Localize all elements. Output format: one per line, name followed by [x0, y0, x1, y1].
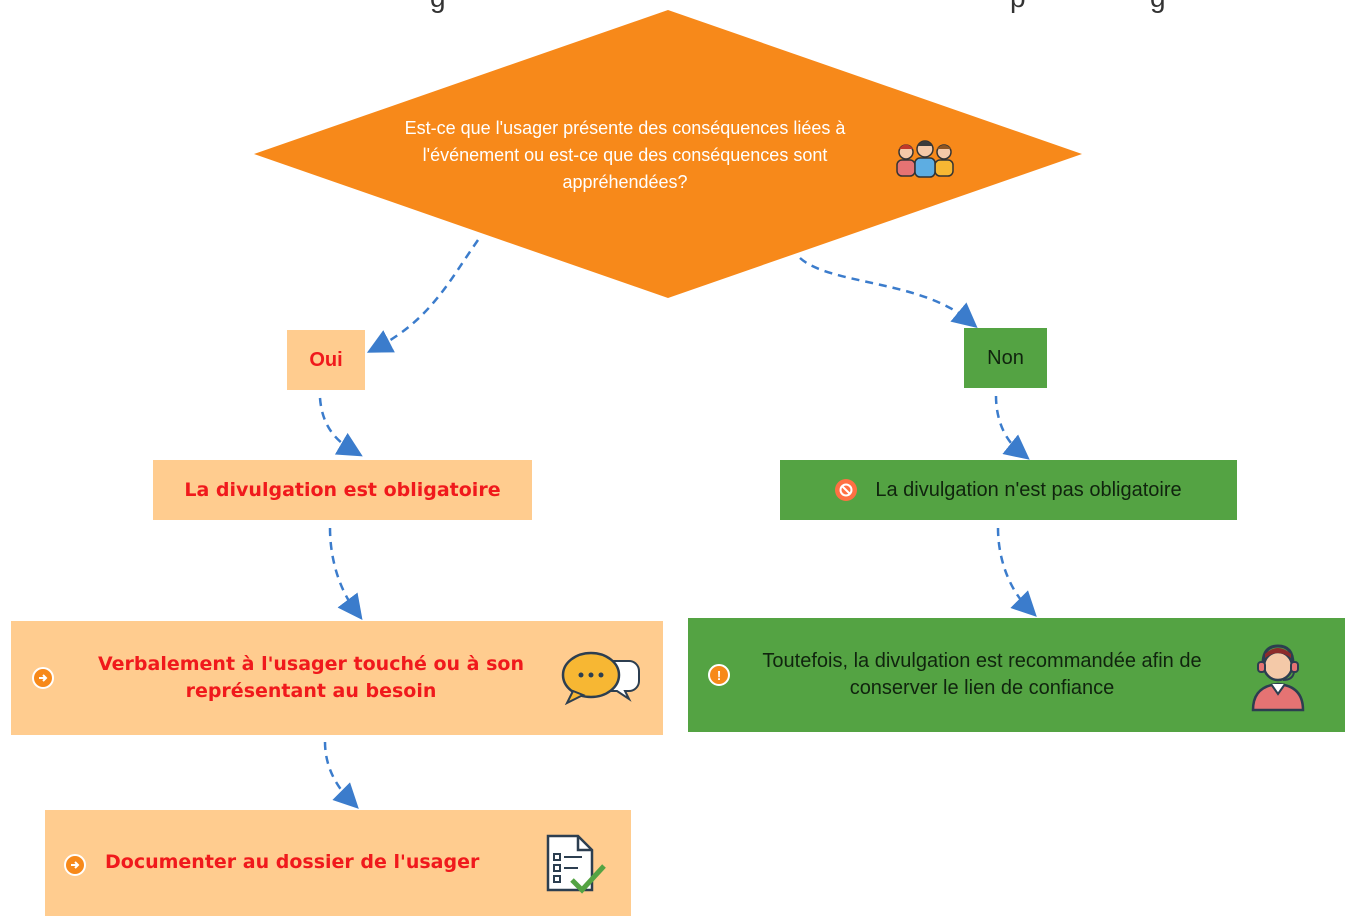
arrow-non-to-result	[994, 395, 1030, 460]
arrow-to-non	[799, 257, 978, 328]
no-result-box: La divulgation n'est pas obligatoire	[780, 460, 1237, 520]
arrow-verbal-to-document	[323, 741, 359, 809]
yes-branch-label: Oui	[287, 330, 365, 390]
arrow-circle-icon	[64, 854, 86, 876]
checklist-document-icon	[546, 834, 606, 894]
yes-step1-text: Verbalement à l'usager touché ou à son r…	[97, 653, 524, 702]
arrow-result-to-toutefois	[996, 527, 1037, 617]
yes-result-box: La divulgation est obligatoire	[153, 460, 532, 520]
yes-result-text: La divulgation est obligatoire	[184, 479, 501, 501]
arrow-oui-to-result	[318, 397, 363, 457]
yes-step1-box: Verbalement à l'usager touché ou à son r…	[11, 621, 663, 735]
arrow-to-oui	[366, 239, 480, 353]
arrow-circle-icon	[32, 667, 54, 689]
yes-step2-box: Documenter au dossier de l'usager	[45, 810, 631, 916]
yes-step2-text: Documenter au dossier de l'usager	[105, 851, 480, 873]
no-branch-label: Non	[964, 328, 1047, 388]
no-step1-box: ! Toutefois, la divulgation est recomman…	[688, 618, 1345, 732]
decision-diamond	[254, 10, 1082, 298]
exclamation-circle-icon: !	[708, 664, 730, 686]
chat-bubbles-icon	[561, 651, 640, 705]
decision-question: Est-ce que l'usager présente des conséqu…	[404, 118, 846, 192]
title-fragment-right: p g	[1010, 0, 1166, 14]
arrow-result-to-verbal	[328, 527, 363, 621]
people-group-icon	[896, 140, 954, 178]
prohibited-icon	[835, 479, 858, 501]
no-step1-text: Toutefois, la divulgation est recommandé…	[762, 650, 1202, 699]
no-result-text: La divulgation n'est pas obligatoire	[875, 478, 1182, 501]
title-fragment-left: g	[430, 0, 446, 14]
support-agent-icon	[1251, 644, 1305, 712]
